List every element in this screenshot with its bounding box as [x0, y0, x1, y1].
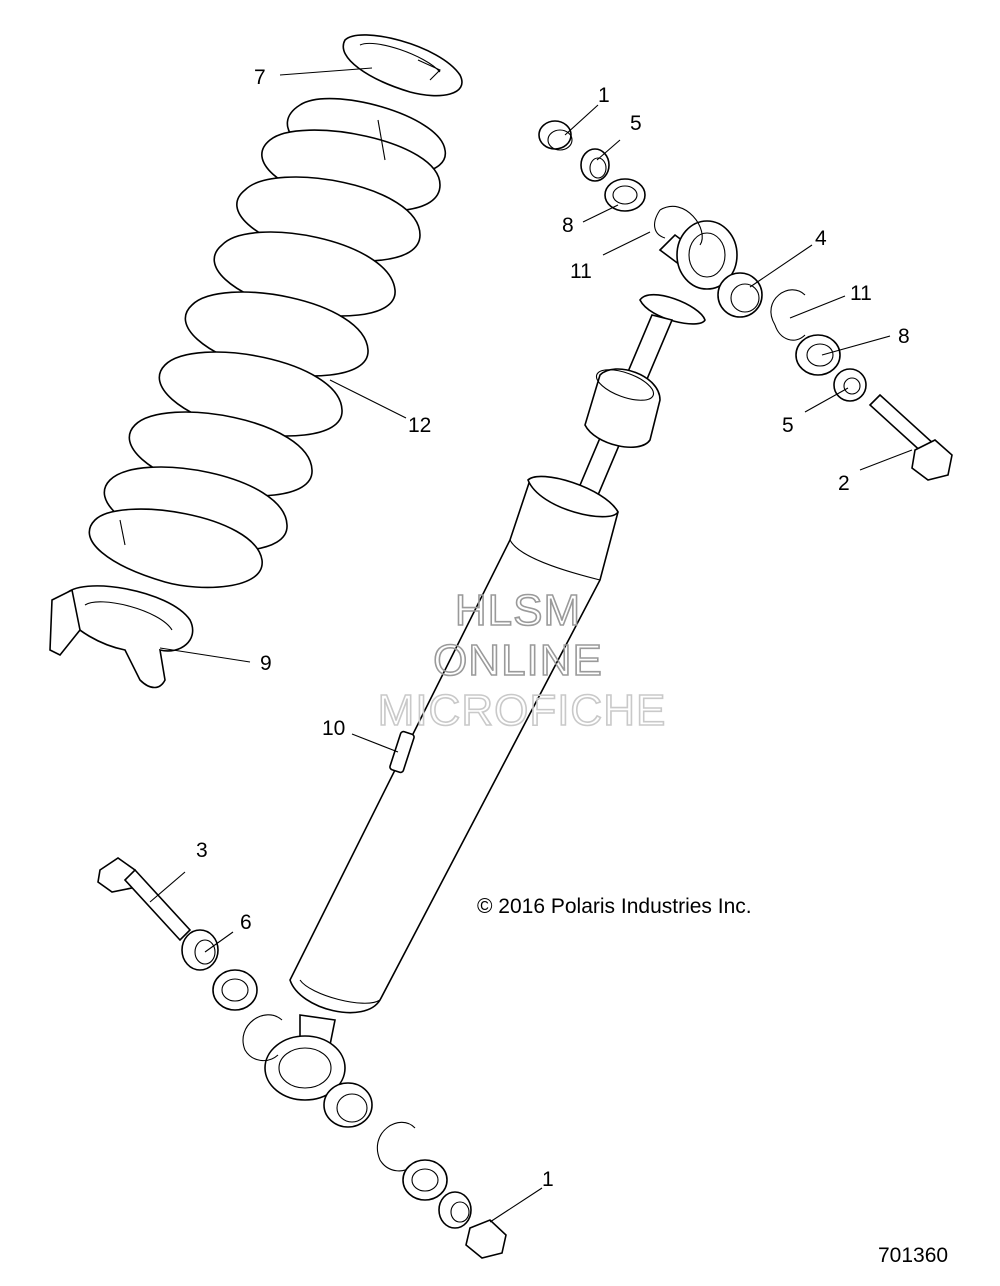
- callout-7: 7: [254, 66, 266, 89]
- callout-8-right: 8: [898, 325, 910, 348]
- top-hardware: [538, 120, 953, 481]
- figure-number: 701360: [878, 1244, 948, 1267]
- callout-3: 3: [196, 839, 208, 862]
- callout-4: 4: [815, 227, 827, 250]
- watermark-line-1: HLSM: [455, 586, 581, 635]
- bottom-hardware: [97, 857, 507, 1259]
- callout-10: 10: [322, 717, 345, 740]
- callout-5-top: 5: [630, 112, 642, 135]
- watermark-line-3: MICROFICHE: [378, 686, 667, 735]
- watermark-line-2: ONLINE: [433, 636, 603, 685]
- spring-seat-bottom: [49, 585, 194, 689]
- callout-labels: 1 5 8 11 4 11 8 5 2 7 12 9 10 3 6 1: [196, 66, 910, 1191]
- callout-2: 2: [838, 472, 850, 495]
- callout-6: 6: [240, 911, 252, 934]
- callout-9: 9: [260, 652, 272, 675]
- callout-8-top: 8: [562, 214, 574, 237]
- watermark: HLSM ONLINE MICROFICHE: [377, 585, 667, 736]
- callout-1-bottom: 1: [542, 1168, 554, 1191]
- callout-12: 12: [408, 414, 431, 437]
- copyright-notice: © 2016 Polaris Industries Inc.: [477, 895, 752, 918]
- coil-spring: [88, 97, 446, 589]
- spring-retainer-top: [342, 34, 463, 97]
- leader-lines: [149, 67, 913, 1223]
- callout-11-right: 11: [850, 282, 872, 305]
- shock-absorber: [264, 220, 738, 1101]
- callout-1-top: 1: [598, 84, 610, 107]
- callout-11-top: 11: [570, 260, 592, 283]
- callout-5-right: 5: [782, 414, 794, 437]
